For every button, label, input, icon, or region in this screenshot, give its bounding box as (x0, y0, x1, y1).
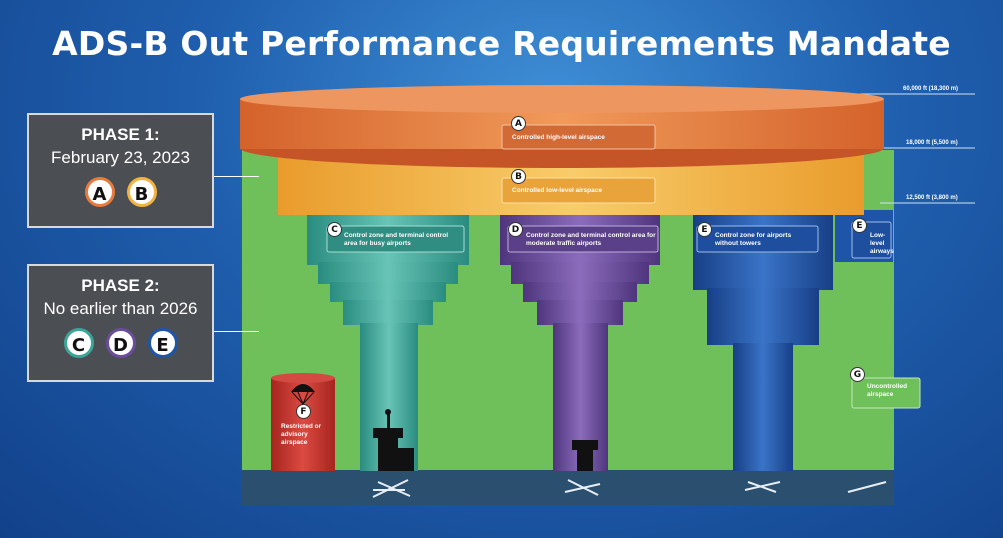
zone-b-marker: B (511, 169, 526, 184)
zone-e1-label: Control zone for airports without towers (715, 232, 792, 247)
zone-a-label-box (501, 124, 656, 150)
zone-f-label: Restricted or advisory airspace (281, 423, 322, 446)
phase-2-panel: PHASE 2: No earlier than 2026 C D E (27, 264, 214, 382)
parachute-icon (291, 384, 315, 405)
altitude-label-12500: 12,500 ft (3,800 m) (906, 195, 958, 201)
zone-b-label: Controlled low-level airspace (512, 187, 602, 194)
ground-strip (242, 470, 894, 505)
phase-2-badge-c: C (63, 328, 94, 358)
phase-1-date: February 23, 2023 (51, 148, 190, 167)
runway-icon (847, 481, 887, 493)
zone-d-label: Control zone and terminal control area f… (526, 232, 656, 247)
zone-g-label: Uncontrolled airspace (867, 383, 908, 398)
phase-1-badge-b: B (126, 177, 157, 207)
runway-icon (564, 479, 601, 496)
zone-e1-label-box (696, 225, 819, 253)
zone-c-label: Control zone and terminal control area f… (344, 232, 449, 247)
zone-d-label-box (507, 225, 659, 253)
zone-c-label-box (326, 225, 465, 253)
zone-f-marker: F (296, 404, 311, 419)
phase-2-badge-d: D (105, 328, 136, 358)
runway-icon (744, 481, 781, 493)
phase-1-panel: PHASE 1: February 23, 2023 A B (27, 113, 214, 228)
zone-g-marker: G (850, 367, 865, 382)
control-tower-icon (373, 409, 414, 471)
zone-a-disk-top (240, 85, 884, 113)
phase-2-date: No earlier than 2026 (43, 299, 198, 318)
zone-e2-label: Low-level airways (870, 232, 894, 255)
zone-e2-marker: E (852, 218, 867, 233)
zone-e1-marker: E (697, 222, 712, 237)
zone-b-label-box (501, 177, 656, 204)
phase-2-badge-e: E (147, 328, 178, 358)
control-tower-icon (572, 440, 598, 471)
phase-1-connector (214, 176, 259, 177)
zone-a-marker: A (511, 116, 526, 131)
page-title: ADS-B Out Performance Requirements Manda… (52, 24, 951, 63)
phase-2-connector (214, 331, 259, 332)
phase-1-title: PHASE 1: (81, 125, 160, 144)
zone-a-label: Controlled high-level airspace (512, 134, 605, 141)
altitude-label-18000: 18,000 ft (5,500 m) (906, 140, 958, 146)
runway-icon (372, 479, 411, 498)
altitude-label-60000: 60,000 ft (18,300 m) (903, 86, 959, 92)
zone-d-marker: D (508, 222, 523, 237)
phase-1-badge-a: A (84, 177, 115, 207)
zone-c-marker: C (327, 222, 342, 237)
phase-2-title: PHASE 2: (81, 276, 160, 295)
zone-f-cylinder (271, 373, 335, 471)
zone-g-label-box (851, 377, 921, 409)
